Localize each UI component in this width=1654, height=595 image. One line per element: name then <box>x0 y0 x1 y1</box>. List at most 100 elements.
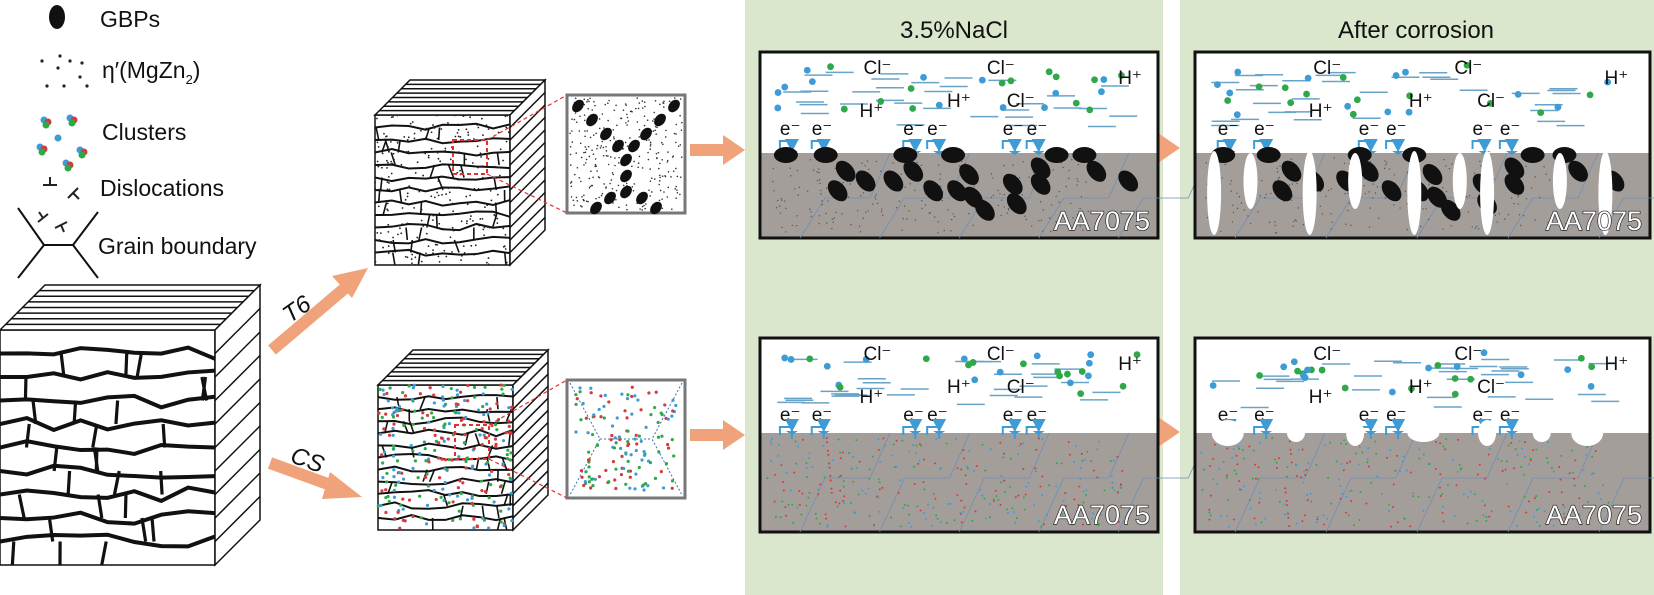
gbp-particle <box>650 201 662 215</box>
chloride-ion-label: Cl⁻ <box>863 344 891 365</box>
cs-microstructure-cube <box>376 348 550 532</box>
aa7075-substrate <box>1196 433 1649 531</box>
gbp-particle <box>590 201 602 215</box>
t6-arrow: T6 <box>268 268 368 355</box>
legend-clusters: Clusters <box>102 119 186 145</box>
electron-label: e⁻ <box>1027 119 1048 140</box>
gbp-particle <box>1030 173 1051 195</box>
hydrogen-ion-label: H⁺ <box>1309 387 1333 408</box>
alloy-label: AA7075 <box>1546 500 1642 530</box>
legend-grain-boundary: Grain boundary <box>98 233 257 259</box>
cs-arrow: CS <box>267 442 362 499</box>
corrosion-pit <box>1348 153 1363 209</box>
hydrogen-ion-label: H⁺ <box>1605 354 1629 375</box>
gbp-particle <box>1440 199 1461 221</box>
chloride-ion-label: Cl⁻ <box>1477 91 1505 112</box>
chloride-ion-label: Cl⁻ <box>987 344 1015 365</box>
gbp-particle <box>959 163 979 186</box>
legend-gbps: GBPs <box>100 6 160 32</box>
electron-label: e⁻ <box>1473 119 1494 140</box>
gbp-particle <box>903 160 924 182</box>
cs-after-corrosion-box: Cl⁻Cl⁻Cl⁻H⁺H⁺H⁺e⁻e⁻e⁻e⁻e⁻e⁻AA7075 <box>1193 336 1654 534</box>
hydrogen-ion-label: H⁺ <box>1309 101 1333 122</box>
corrosion-pit <box>1302 151 1317 235</box>
gbp-particle <box>628 139 640 153</box>
chloride-ion-label: Cl⁻ <box>1313 344 1341 365</box>
electron-label: e⁻ <box>812 119 833 140</box>
gbp-particle <box>654 113 666 127</box>
corrosion-pit <box>1452 153 1467 209</box>
hydrogen-ion-label: H⁺ <box>1409 91 1433 112</box>
chloride-ion-label: Cl⁻ <box>1313 58 1341 79</box>
gbp-particle <box>1504 157 1525 179</box>
gbp-particle <box>813 147 838 163</box>
process-arrow <box>690 420 745 450</box>
chloride-ion-label: Cl⁻ <box>1454 344 1482 365</box>
chloride-ion-label: Cl⁻ <box>987 58 1015 79</box>
corrosion-pit <box>1532 424 1551 442</box>
hydrogen-ion-label: H⁺ <box>947 377 971 398</box>
legend-eta: η′(MgZn2) <box>102 57 200 87</box>
gbp-particle <box>975 199 995 221</box>
t6-after-corrosion-box: Cl⁻Cl⁻Cl⁻H⁺H⁺H⁺e⁻e⁻e⁻e⁻e⁻e⁻AA7075 <box>1193 50 1654 240</box>
after-corrosion-panel-title: After corrosion <box>1338 17 1494 44</box>
gbp-particle <box>1118 170 1139 192</box>
corrosion-pit <box>1287 424 1305 442</box>
nacl-panel-title: 3.5%NaCl <box>900 17 1008 44</box>
chloride-ion-label: Cl⁻ <box>1007 91 1035 112</box>
dislocations-legend-icon <box>37 177 80 233</box>
corrosion-pit <box>1346 420 1365 446</box>
gbp-particle <box>668 99 680 113</box>
gbp-particle <box>1086 160 1107 182</box>
alloy-label: AA7075 <box>1054 500 1150 530</box>
alloy-label: AA7075 <box>1054 206 1150 236</box>
corrosion-pit <box>1207 151 1222 235</box>
gbp-legend-icon <box>49 5 65 29</box>
hydrogen-ion-label: H⁺ <box>1118 68 1142 89</box>
gbp-particle <box>1422 163 1443 186</box>
electron-label: e⁻ <box>1500 119 1521 140</box>
zoom-region-marker <box>454 424 490 460</box>
electron-label: e⁻ <box>1386 119 1407 140</box>
cs-grain-zoom <box>488 378 687 500</box>
legend-dislocations: Dislocations <box>100 175 224 201</box>
gbp-particle <box>835 160 856 182</box>
alloy-label: AA7075 <box>1546 206 1642 236</box>
electron-label: e⁻ <box>927 119 948 140</box>
gbp-particle <box>1504 173 1525 195</box>
corrosion-pit <box>1552 153 1567 209</box>
gbp-particle <box>1044 147 1069 163</box>
chloride-ion-label: Cl⁻ <box>1007 377 1035 398</box>
gbp-particle <box>827 180 848 202</box>
hydrogen-ion-label: H⁺ <box>1118 354 1142 375</box>
gbp-particle <box>947 180 967 202</box>
cs-nacl-box: Cl⁻Cl⁻Cl⁻H⁺H⁺H⁺e⁻e⁻e⁻e⁻e⁻e⁻AA7075 <box>758 336 1209 534</box>
process-arrow <box>690 135 745 165</box>
electron-label: e⁻ <box>1003 119 1024 140</box>
electron-label: e⁻ <box>780 119 801 140</box>
corrosion-pit <box>1478 420 1497 446</box>
gbp-particle <box>636 191 648 205</box>
gbp-particle <box>883 170 904 192</box>
gbp-particle <box>620 185 632 199</box>
electron-label: e⁻ <box>1218 119 1239 140</box>
t6-nacl-box: Cl⁻Cl⁻Cl⁻H⁺H⁺H⁺e⁻e⁻e⁻e⁻e⁻e⁻AA7075 <box>758 50 1209 240</box>
electron-label: e⁻ <box>1359 119 1380 140</box>
chloride-ion-label: Cl⁻ <box>1477 377 1505 398</box>
corrosion-pit <box>1571 420 1604 446</box>
gbp-particle <box>572 99 584 113</box>
gbp-particle <box>604 191 616 205</box>
gbp-particle <box>1520 147 1545 163</box>
electron-label: e⁻ <box>903 119 924 140</box>
t6-microstructure-cube <box>373 78 547 267</box>
gbp-particle <box>1256 147 1281 163</box>
hydrogen-ion-label: H⁺ <box>860 387 884 408</box>
gbp-particle <box>773 147 798 163</box>
electron-label: e⁻ <box>1254 119 1275 140</box>
gbp-particle <box>1002 173 1023 195</box>
gbp-particle <box>855 170 876 192</box>
gbp-particle <box>941 147 966 163</box>
gbp-particle <box>1381 180 1402 202</box>
hydrogen-ion-label: H⁺ <box>1409 377 1433 398</box>
clusters-legend-icon <box>36 114 88 172</box>
